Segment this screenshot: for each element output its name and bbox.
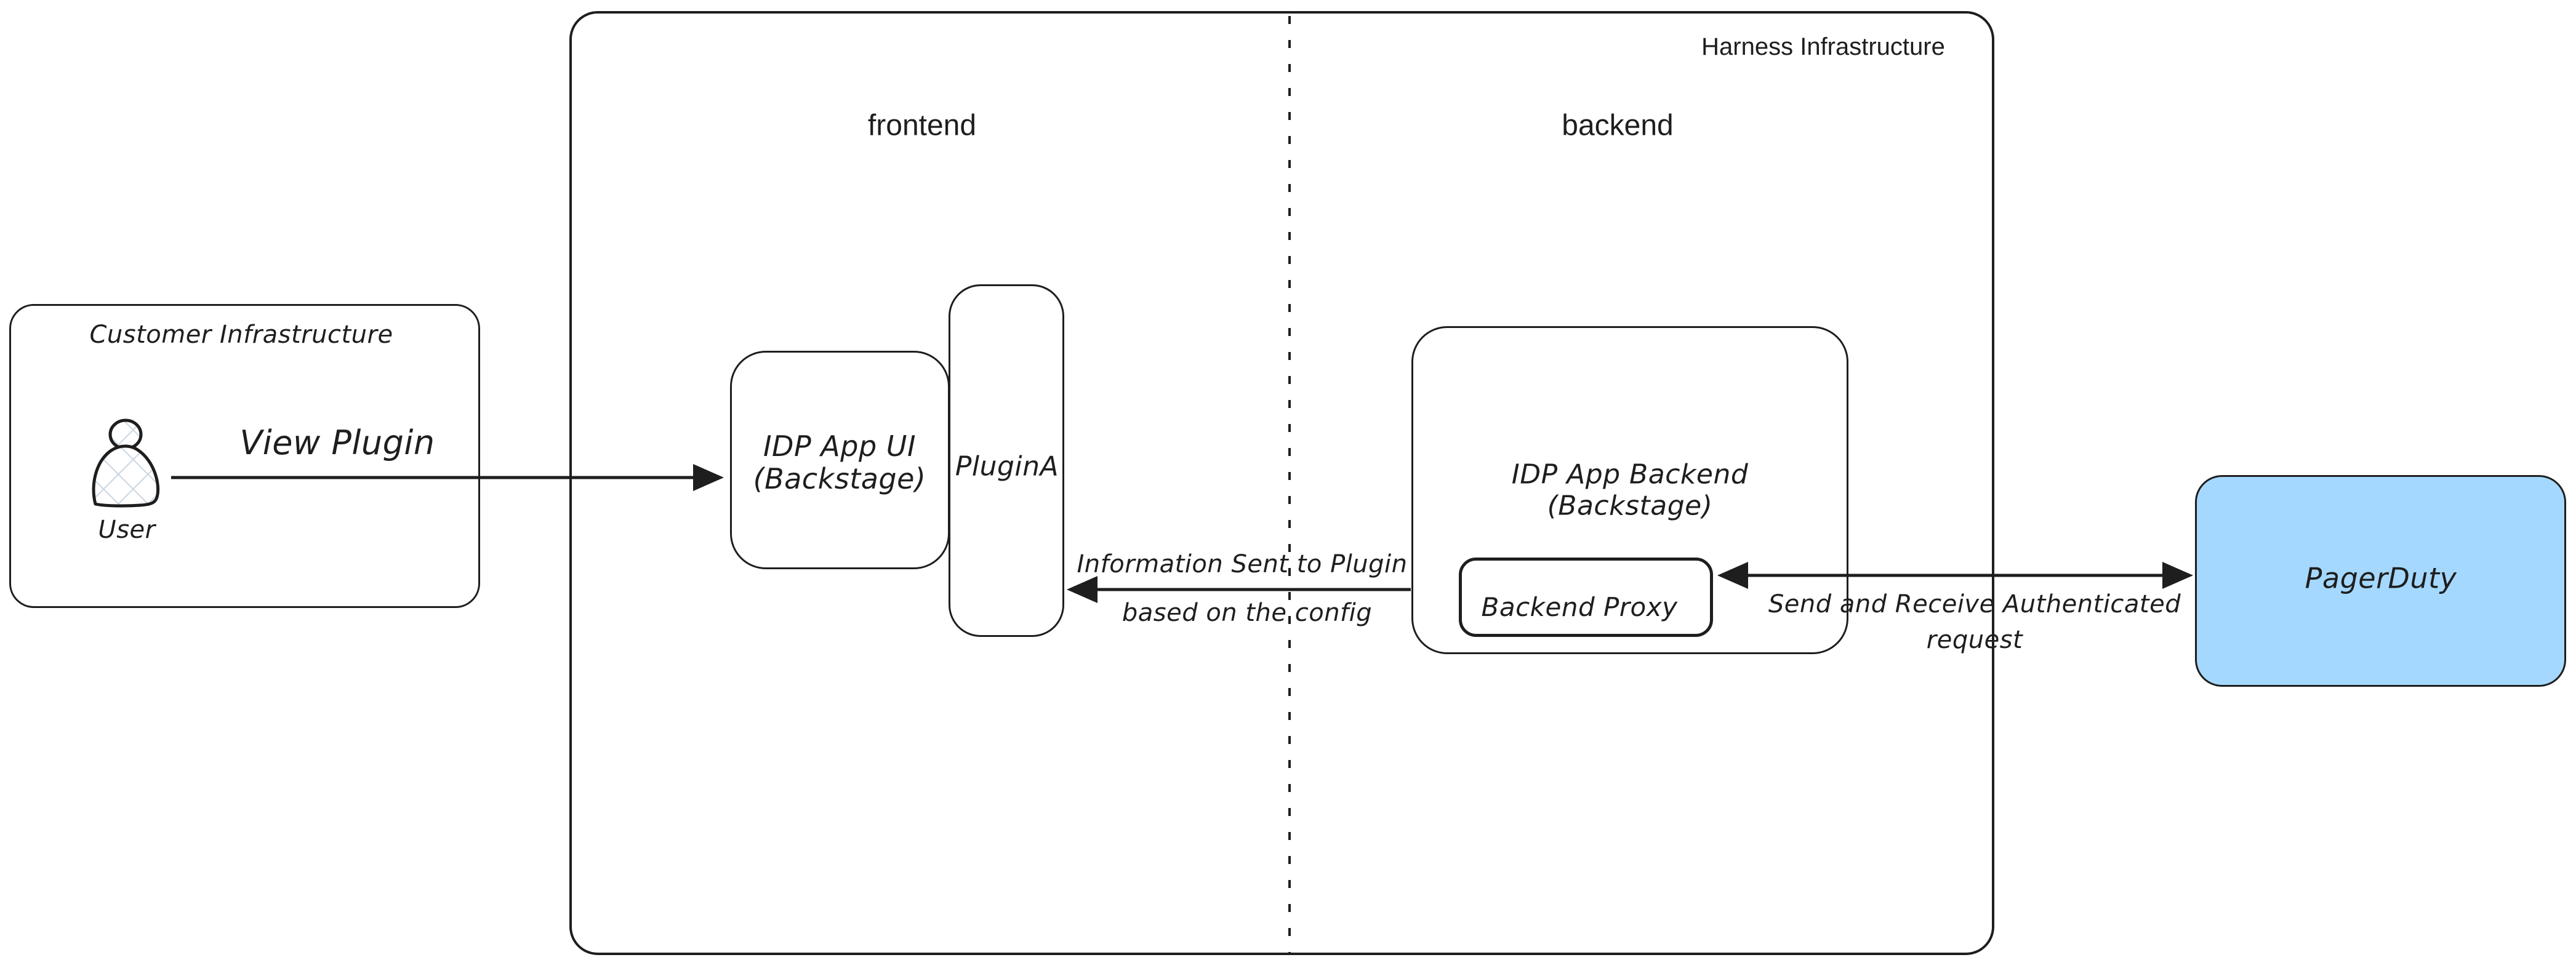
plugin-a-box bbox=[949, 284, 1064, 637]
auth-request-label-line1: Send and Receive Authenticated bbox=[1768, 590, 2181, 618]
info-sent-label-line2: based on the config bbox=[1121, 599, 1373, 627]
user-label: User bbox=[98, 516, 156, 544]
info-sent-arrow bbox=[1067, 576, 1411, 603]
customer-infrastructure-label: Customer Infrastructure bbox=[89, 321, 393, 349]
auth-request-label-line2: request bbox=[1926, 626, 2023, 654]
plugin-a-label: PluginA bbox=[955, 450, 1059, 482]
pagerduty-box bbox=[2195, 475, 2566, 687]
user-icon bbox=[92, 418, 160, 508]
harness-infrastructure-box bbox=[569, 11, 1994, 955]
idp-app-ui-label: IDP App UI (Backstage) bbox=[753, 430, 926, 495]
idp-app-backend-label: IDP App Backend (Backstage) bbox=[1512, 459, 1749, 521]
idp-app-ui-label-line1: IDP App UI bbox=[763, 430, 917, 463]
frontend-zone-label: frontend bbox=[867, 109, 977, 142]
pagerduty-label: PagerDuty bbox=[2305, 561, 2457, 595]
backend-proxy-label: Backend Proxy bbox=[1481, 591, 1678, 622]
auth-request-arrow bbox=[1717, 562, 2193, 589]
view-plugin-label: View Plugin bbox=[239, 423, 435, 462]
backend-zone-label: backend bbox=[1562, 109, 1674, 142]
info-sent-label-line1: Information Sent to Plugin bbox=[1077, 550, 1408, 578]
view-plugin-arrow bbox=[171, 464, 724, 491]
idp-app-backend-label-line2: (Backstage) bbox=[1547, 490, 1713, 521]
customer-infrastructure-box bbox=[9, 304, 480, 608]
idp-app-backend-label-line1: IDP App Backend bbox=[1511, 458, 1749, 490]
backend-proxy-box bbox=[1459, 558, 1713, 637]
harness-infrastructure-label: Harness Infrastructure bbox=[1701, 33, 1945, 60]
idp-app-ui-box bbox=[730, 351, 950, 569]
idp-app-ui-label-line2: (Backstage) bbox=[753, 462, 926, 495]
